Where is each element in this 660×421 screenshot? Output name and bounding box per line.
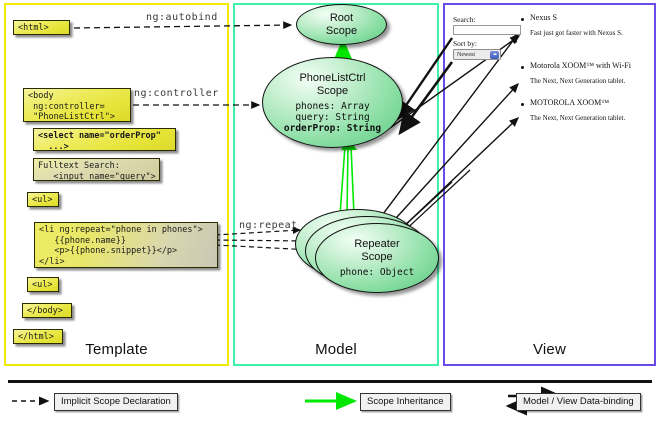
scope-repeater-props: phone: Object — [339, 267, 415, 278]
phone-name[interactable]: MOTOROLA XOOM™ — [530, 98, 610, 107]
legend-scope-inheritance: Scope Inheritance — [360, 393, 451, 411]
scope-phonelistctrl-title-2: Scope — [316, 84, 349, 97]
phone-snippet: Fast just got faster with Nexus S. — [530, 29, 623, 37]
code-box-ul-close: <ul> — [27, 277, 59, 292]
search-label: Search: — [453, 15, 476, 24]
list-bullet — [521, 103, 524, 106]
phone-name[interactable]: Motorola XOOM™ with Wi-Fi — [530, 61, 631, 70]
list-bullet — [521, 66, 524, 69]
code-box-li-repeat: <li ng:repeat="phone in phones"> {{phone… — [34, 222, 218, 268]
scope-phonelistctrl-props-plain: phones: Array query: String — [295, 100, 370, 123]
phone-snippet: The Next, Next Generation tablet. — [530, 114, 626, 122]
scope-root-title-1: Root — [329, 11, 354, 24]
panel-model-label: Model — [315, 341, 357, 358]
sort-select[interactable]: Newest — [453, 49, 501, 60]
phone-name[interactable]: Nexus S — [530, 13, 557, 22]
code-box-body-close: </body> — [22, 303, 72, 318]
legend-divider — [8, 380, 652, 383]
code-box-html-open: <html> — [13, 20, 70, 35]
scope-repeater: Repeater Scope phone: Object — [315, 223, 439, 293]
scope-root-title-2: Scope — [325, 24, 358, 37]
scope-phonelistctrl-props-bold: orderProp: String — [283, 122, 382, 134]
panel-view-label: View — [532, 341, 567, 358]
code-box-ul-open: <ul> — [27, 192, 59, 207]
code-box-html-close: </html> — [13, 329, 63, 344]
sort-label: Sort by: — [453, 39, 477, 48]
code-box-select: <select name="orderProp" ...> — [33, 128, 176, 152]
sort-select-value: Newest — [457, 52, 475, 58]
code-box-body: <body ng:controller= "PhoneListCtrl"> — [23, 88, 131, 122]
phone-snippet: The Next, Next Generation tablet. — [530, 77, 626, 85]
scope-root: Root Scope — [296, 4, 387, 45]
scope-repeater-title-1: Repeater — [354, 238, 400, 250]
label-ng-controller: ng:controller — [134, 88, 219, 99]
search-input[interactable] — [453, 25, 521, 35]
scope-phonelistctrl-title-1: PhoneListCtrl — [299, 71, 366, 84]
legend-model-view-data-binding: Model / View Data-binding — [516, 393, 641, 411]
view-content: Search: Sort by: Newest Nexus S Fast jus… — [443, 3, 656, 366]
chevron-down-icon[interactable] — [490, 51, 499, 59]
panel-template-label: Template — [85, 341, 148, 358]
scope-repeater-title-2: Scope — [361, 251, 393, 263]
list-bullet — [521, 18, 524, 21]
scope-phonelistctrl: PhoneListCtrl Scope phones: Array query:… — [262, 57, 403, 148]
label-ng-autobind: ng:autobind — [146, 12, 218, 23]
legend-implicit-scope-declaration: Implicit Scope Declaration — [54, 393, 178, 411]
code-box-fulltext-search: Fulltext Search: <input name="query"> — [33, 158, 160, 182]
label-ng-repeat: ng:repeat — [239, 220, 298, 231]
